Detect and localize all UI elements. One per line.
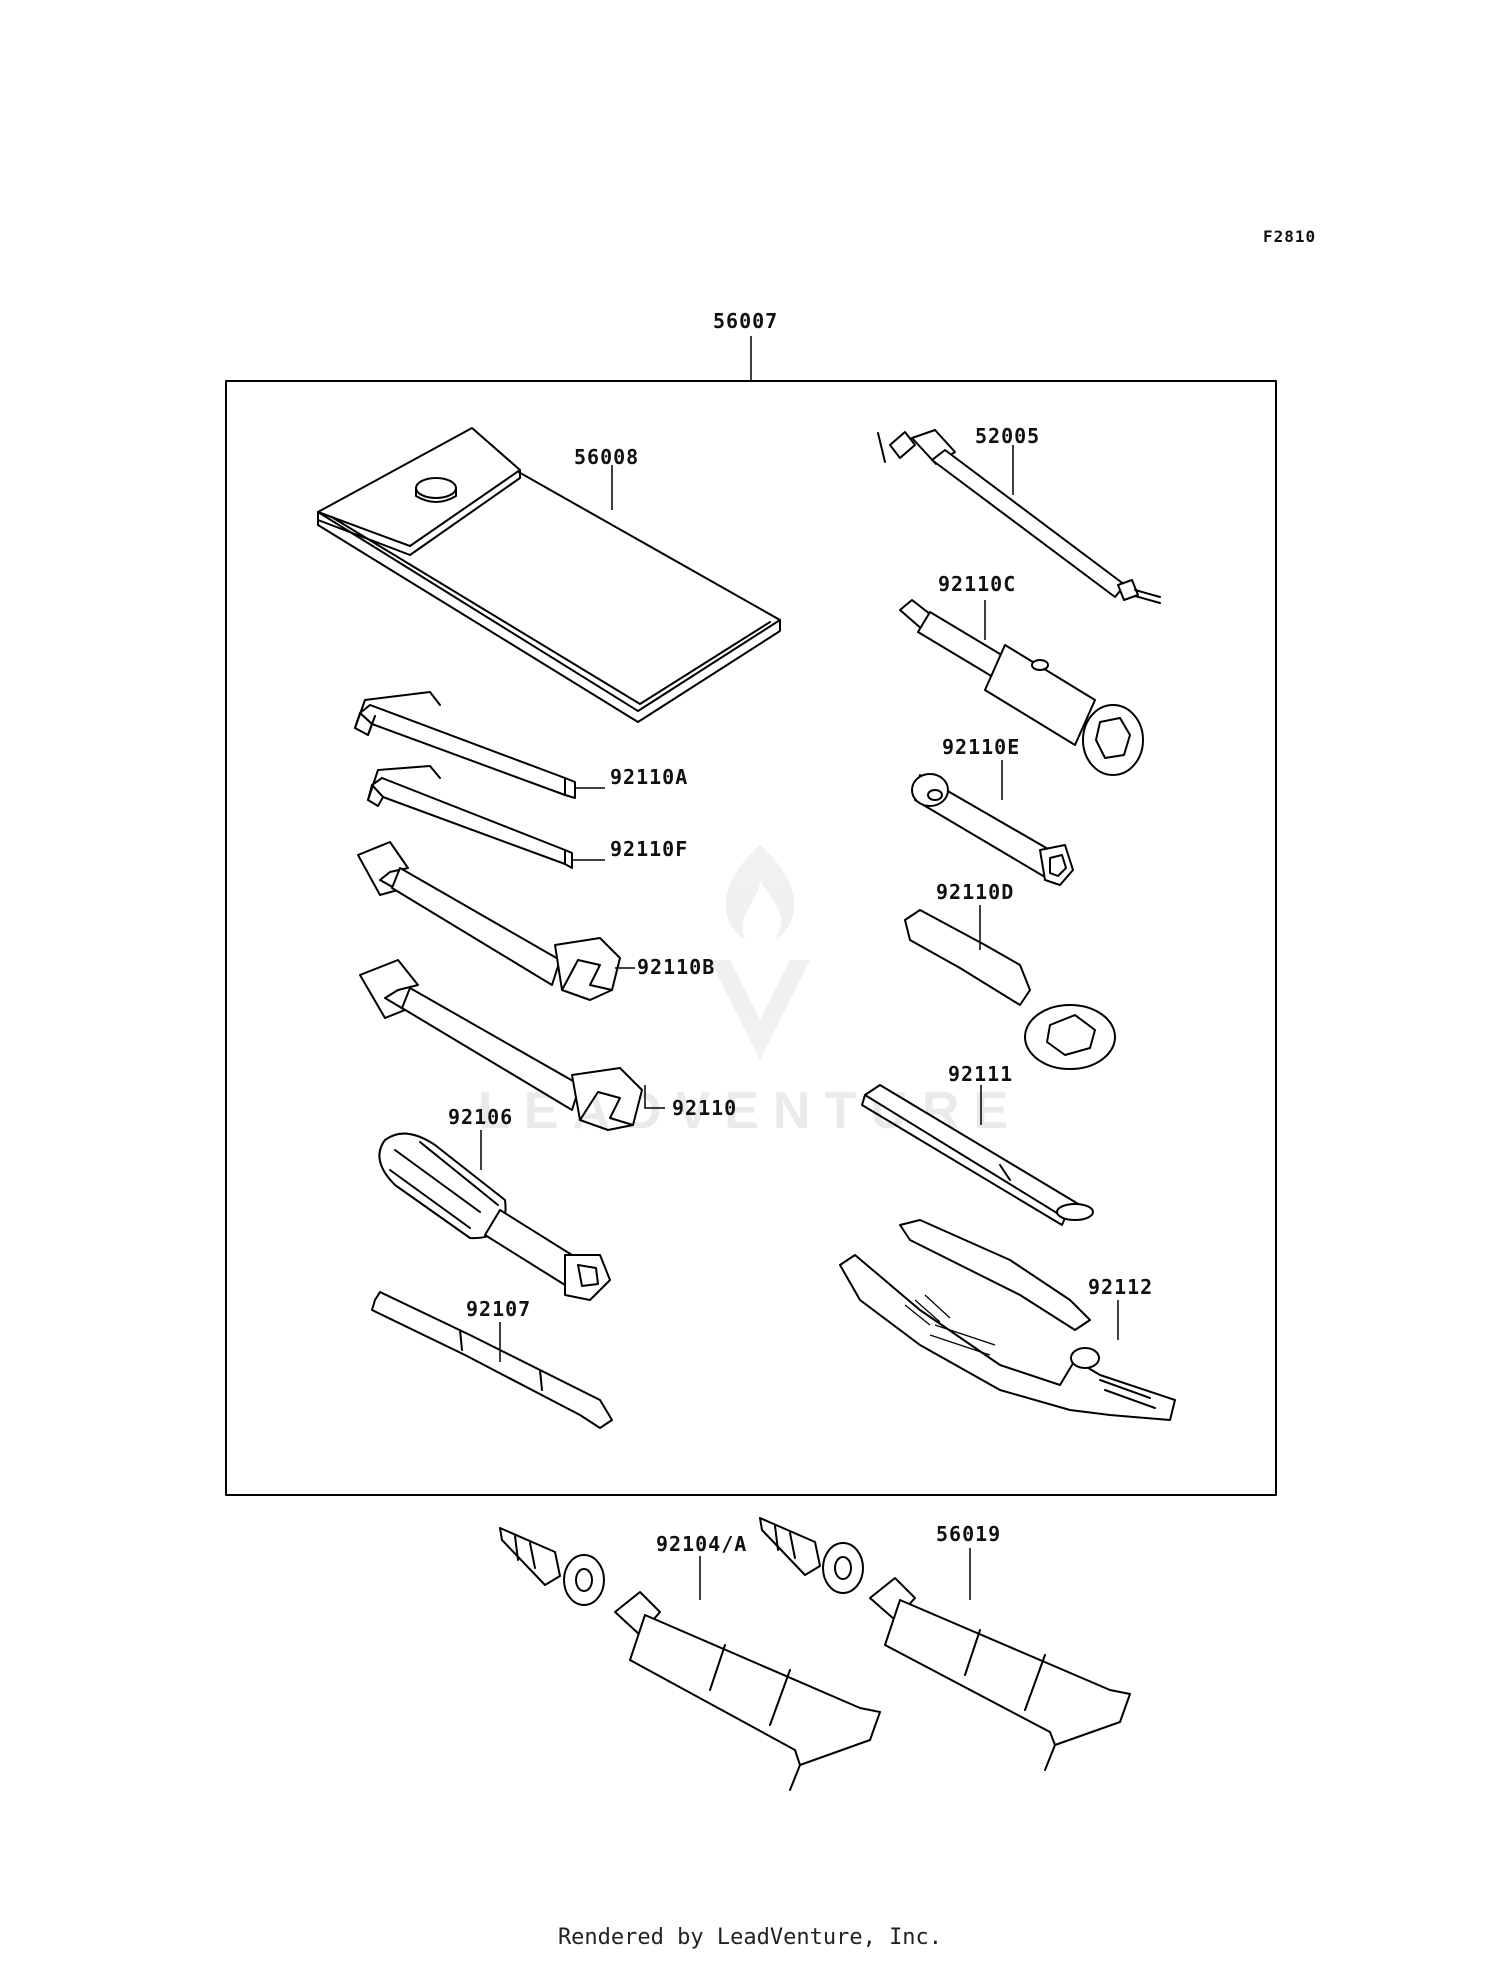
- extension-bar-drawing[interactable]: [861, 1084, 1094, 1226]
- part-label-92110A[interactable]: 92110A: [610, 765, 689, 789]
- footer-credit: Rendered by LeadVenture, Inc.: [557, 1925, 943, 1950]
- grease-tube-b-drawing[interactable]: [759, 1517, 1131, 1771]
- part-label-92111[interactable]: 92111: [948, 1062, 1014, 1086]
- hex-key-f-drawing[interactable]: [367, 765, 573, 869]
- part-label-52005[interactable]: 52005: [975, 424, 1041, 448]
- screwdriver-handle-drawing[interactable]: [378, 1132, 611, 1301]
- part-label-92106[interactable]: 92106: [448, 1105, 514, 1129]
- open-wrench-b-drawing[interactable]: [357, 841, 621, 1001]
- screwdriver-bit-drawing[interactable]: [371, 1291, 613, 1429]
- diagram-code: F2810: [1263, 227, 1317, 246]
- open-wrench-drawing[interactable]: [359, 959, 643, 1131]
- box-wrench-e-drawing[interactable]: [911, 773, 1074, 886]
- ring-wrench-d-drawing[interactable]: [904, 909, 1116, 1070]
- pliers-drawing[interactable]: [839, 1219, 1176, 1421]
- watermark-logo: [710, 845, 810, 1060]
- part-label-92110E[interactable]: 92110E: [942, 735, 1021, 759]
- plug-socket-wrench-drawing[interactable]: [899, 599, 1144, 776]
- part-label-56007[interactable]: 56007: [713, 309, 779, 333]
- part-label-56019[interactable]: 56019: [936, 1522, 1002, 1546]
- hex-key-a-drawing[interactable]: [354, 691, 576, 799]
- tool-bag-drawing[interactable]: [317, 427, 781, 723]
- part-label-92110D[interactable]: 92110D: [936, 880, 1015, 904]
- part-label-92110C[interactable]: 92110C: [938, 572, 1017, 596]
- part-label-92110F[interactable]: 92110F: [610, 837, 689, 861]
- plug-wrench-handle-drawing[interactable]: [877, 429, 1161, 604]
- part-label-92110B[interactable]: 92110B: [637, 955, 716, 979]
- part-label-92112[interactable]: 92112: [1088, 1275, 1154, 1299]
- part-label-92107[interactable]: 92107: [466, 1297, 532, 1321]
- part-label-56008[interactable]: 56008: [574, 445, 640, 469]
- part-label-92110[interactable]: 92110: [672, 1096, 738, 1120]
- part-label-92104A[interactable]: 92104/A: [656, 1532, 748, 1556]
- grease-tube-a-drawing[interactable]: [499, 1527, 881, 1791]
